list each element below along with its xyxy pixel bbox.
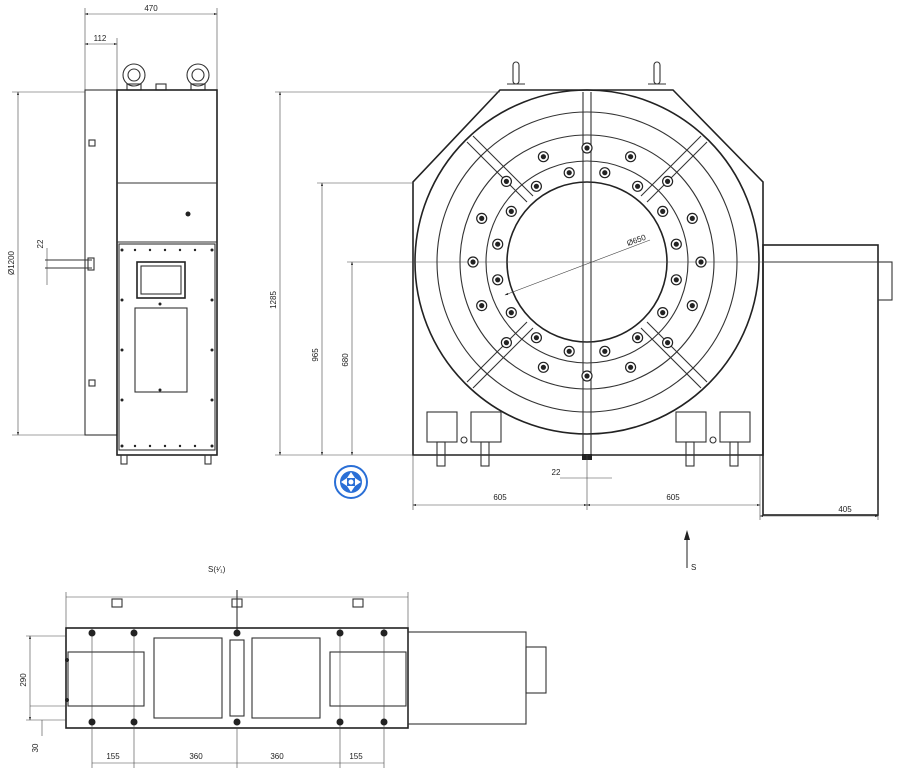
bolt-hole-center xyxy=(689,303,695,309)
dim-half-width-right: 605 xyxy=(666,493,680,502)
bolt-hole-center xyxy=(503,178,509,184)
dim-half-width-left: 605 xyxy=(493,493,507,502)
bolt-hole-center xyxy=(602,348,608,354)
bolt-hole-center xyxy=(479,303,485,309)
dim-inner-diameter: Ø650 xyxy=(626,233,648,248)
dim-bottom-offset: 30 xyxy=(31,743,40,752)
dim-height-center: 680 xyxy=(341,353,350,367)
bolt-hole-center xyxy=(566,348,572,354)
bolt-hole-center xyxy=(495,277,501,283)
panel-bolts xyxy=(120,248,214,448)
bolt-hole-center xyxy=(540,364,547,370)
bolt-hole-center xyxy=(628,364,634,370)
bottom-view: S(¹⁄₁) 290 30 xyxy=(19,565,547,768)
section-marker: S xyxy=(691,563,696,572)
side-view: 470 112 Ø xyxy=(7,4,218,465)
dim-side-diameter: Ø1200 xyxy=(7,250,16,275)
dim-span-1: 155 xyxy=(106,752,120,761)
dim-height-mid: 965 xyxy=(311,348,320,362)
dim-bottom-height: 290 xyxy=(19,673,28,687)
bolt-hole-center xyxy=(660,208,666,214)
bolt-hole-center xyxy=(540,154,547,160)
bolt-hole-center xyxy=(479,215,485,221)
bolt-hole-center xyxy=(698,259,704,265)
bolt-hole-center xyxy=(665,178,671,184)
bolt-hole-center xyxy=(635,335,641,341)
lifting-eye-icon xyxy=(122,63,146,91)
dim-center-gap: 22 xyxy=(552,468,561,477)
bolt-hole-center xyxy=(689,215,695,221)
dim-span-2: 360 xyxy=(189,752,203,761)
bolt-hole-center xyxy=(566,170,572,176)
pan-arrows-icon[interactable] xyxy=(334,465,368,499)
section-label: S(¹⁄₁) xyxy=(208,565,226,574)
dim-side-width: 470 xyxy=(144,4,158,13)
bolt-hole-center xyxy=(508,208,514,214)
bolt-hole-center xyxy=(628,154,634,160)
dim-span-4: 155 xyxy=(349,752,363,761)
bolt-hole-center xyxy=(665,340,671,346)
front-view: Ø650 1285 965 680 22 xyxy=(269,61,893,572)
bolt-hole-center xyxy=(470,259,476,265)
bolt-hole-center xyxy=(673,241,679,247)
bolt-hole-center xyxy=(602,170,608,176)
bolt-hole-center xyxy=(584,373,590,379)
bolt-hole-center xyxy=(660,310,666,316)
bolt-hole-center xyxy=(635,183,641,189)
dim-span-3: 360 xyxy=(270,752,284,761)
dim-height-total: 1285 xyxy=(269,291,278,309)
dim-motor-length: 405 xyxy=(838,505,852,514)
bolt-hole-center xyxy=(508,310,514,316)
lifting-eye-icon xyxy=(186,63,210,91)
bolt-hole-center xyxy=(584,145,590,151)
dim-side-offset: 112 xyxy=(94,34,107,43)
bolt-hole-center xyxy=(503,340,509,346)
bolt-hole-center xyxy=(495,241,501,247)
dim-side-small-gap: 22 xyxy=(36,239,45,248)
bolt-ring xyxy=(467,142,707,382)
bolt-hole-center xyxy=(673,277,679,283)
bottom-bolts xyxy=(65,629,388,726)
bolt-hole-center xyxy=(533,183,540,189)
bolt-hole-center xyxy=(533,335,540,341)
